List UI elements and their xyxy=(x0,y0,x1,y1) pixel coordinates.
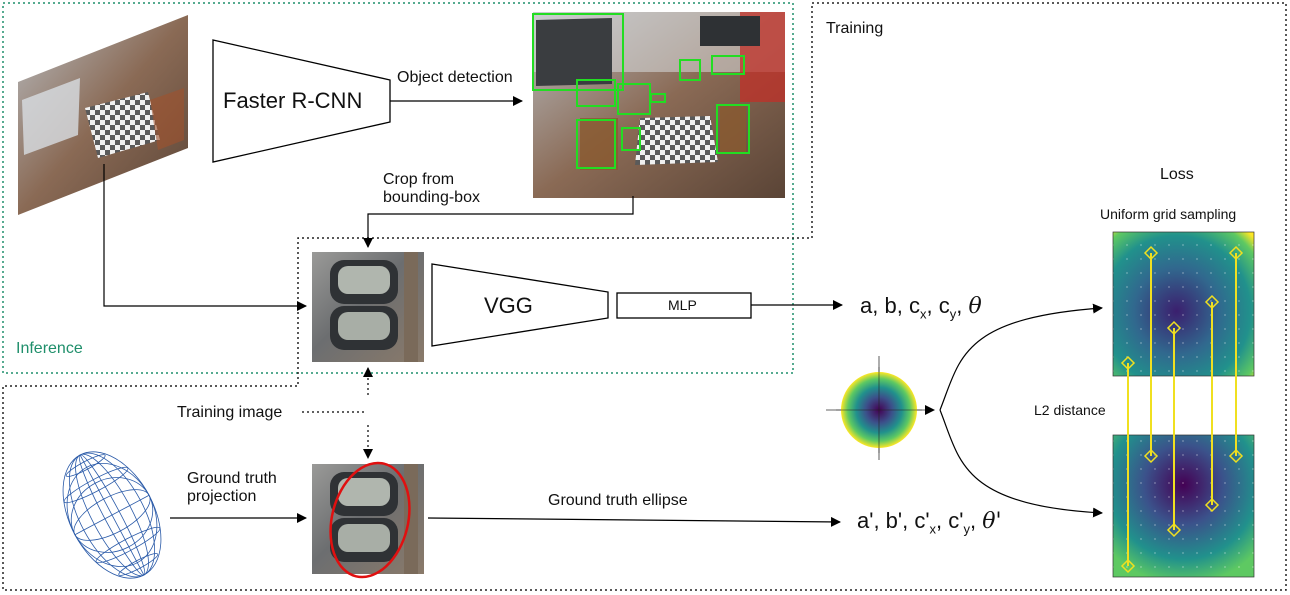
gt-param-a: a' xyxy=(857,508,874,533)
gt-param-cx-sub: x xyxy=(929,521,937,537)
loss-title: Loss xyxy=(1160,166,1194,183)
uniform-grid-sampling-label: Uniform grid sampling xyxy=(1100,206,1237,222)
crop-label-line2: bounding-box xyxy=(383,189,480,206)
detection-box xyxy=(576,119,616,169)
detection-image xyxy=(532,12,785,198)
faster-rcnn-label: Faster R-CNN xyxy=(223,88,363,113)
detection-box xyxy=(716,104,750,154)
training-crop-image xyxy=(312,461,424,579)
crop-label-line1: Crop from xyxy=(383,171,455,188)
detection-box xyxy=(621,127,641,151)
inference-region-label: Inference xyxy=(16,340,83,357)
arrow-to-loss-top xyxy=(939,303,1103,411)
faster-rcnn-block xyxy=(212,39,391,163)
param-a: a xyxy=(860,293,873,318)
heatmap-bottom xyxy=(1112,434,1255,578)
param-b: b xyxy=(884,293,897,318)
gt-projection-line1: Ground truth xyxy=(187,470,277,487)
gt-param-b: b' xyxy=(885,508,903,533)
training-region-label: Training xyxy=(826,20,884,37)
param-cx: c xyxy=(908,293,920,318)
inference-region-border xyxy=(2,2,794,374)
heatmap-top xyxy=(1112,231,1255,377)
gt-param-cx: c' xyxy=(914,508,930,533)
gt-projection-label: Ground truth projection xyxy=(187,470,277,506)
param-cy-sub: y xyxy=(949,306,957,322)
l2-distance-label: L2 distance xyxy=(1032,402,1108,418)
ground-truth-ellipse xyxy=(329,461,411,579)
param-theta: θ xyxy=(968,294,982,319)
gt-ellipse-label: Ground truth ellipse xyxy=(548,492,688,509)
predicted-params: a, b, cx, cy, θ xyxy=(860,293,982,322)
vgg-block xyxy=(431,263,609,347)
param-cy: c xyxy=(938,293,950,318)
detection-box xyxy=(679,59,701,81)
vgg-label: VGG xyxy=(484,293,533,318)
wireframe-ellipsoid xyxy=(62,451,162,579)
arrow-input-to-crop xyxy=(103,164,307,311)
l2-connectors xyxy=(1120,245,1244,574)
detection-box xyxy=(650,93,666,103)
input-image xyxy=(18,15,188,215)
gt-param-cy-sub: y xyxy=(963,521,970,537)
gaussian-disc xyxy=(826,356,935,460)
detection-box xyxy=(576,79,616,107)
crop-image xyxy=(312,252,424,362)
ground-truth-params: a', b', c'x, c'y, θ' xyxy=(857,508,1002,537)
arrow-gt-ellipse xyxy=(427,516,841,527)
gt-param-cy: c' xyxy=(948,508,964,533)
crop-label: Crop from bounding-box xyxy=(383,171,480,207)
arrow-to-loss-bottom xyxy=(939,409,1103,518)
gt-param-theta: θ' xyxy=(982,509,1002,534)
detection-box xyxy=(711,55,745,75)
arrows xyxy=(103,96,1103,527)
gt-projection-line2: projection xyxy=(187,488,257,505)
training-image-label: Training image xyxy=(177,404,283,421)
arrow-crop xyxy=(363,196,634,248)
param-cx-sub: x xyxy=(919,306,927,322)
object-detection-label: Object detection xyxy=(397,69,513,86)
mlp-label: MLP xyxy=(668,297,697,313)
